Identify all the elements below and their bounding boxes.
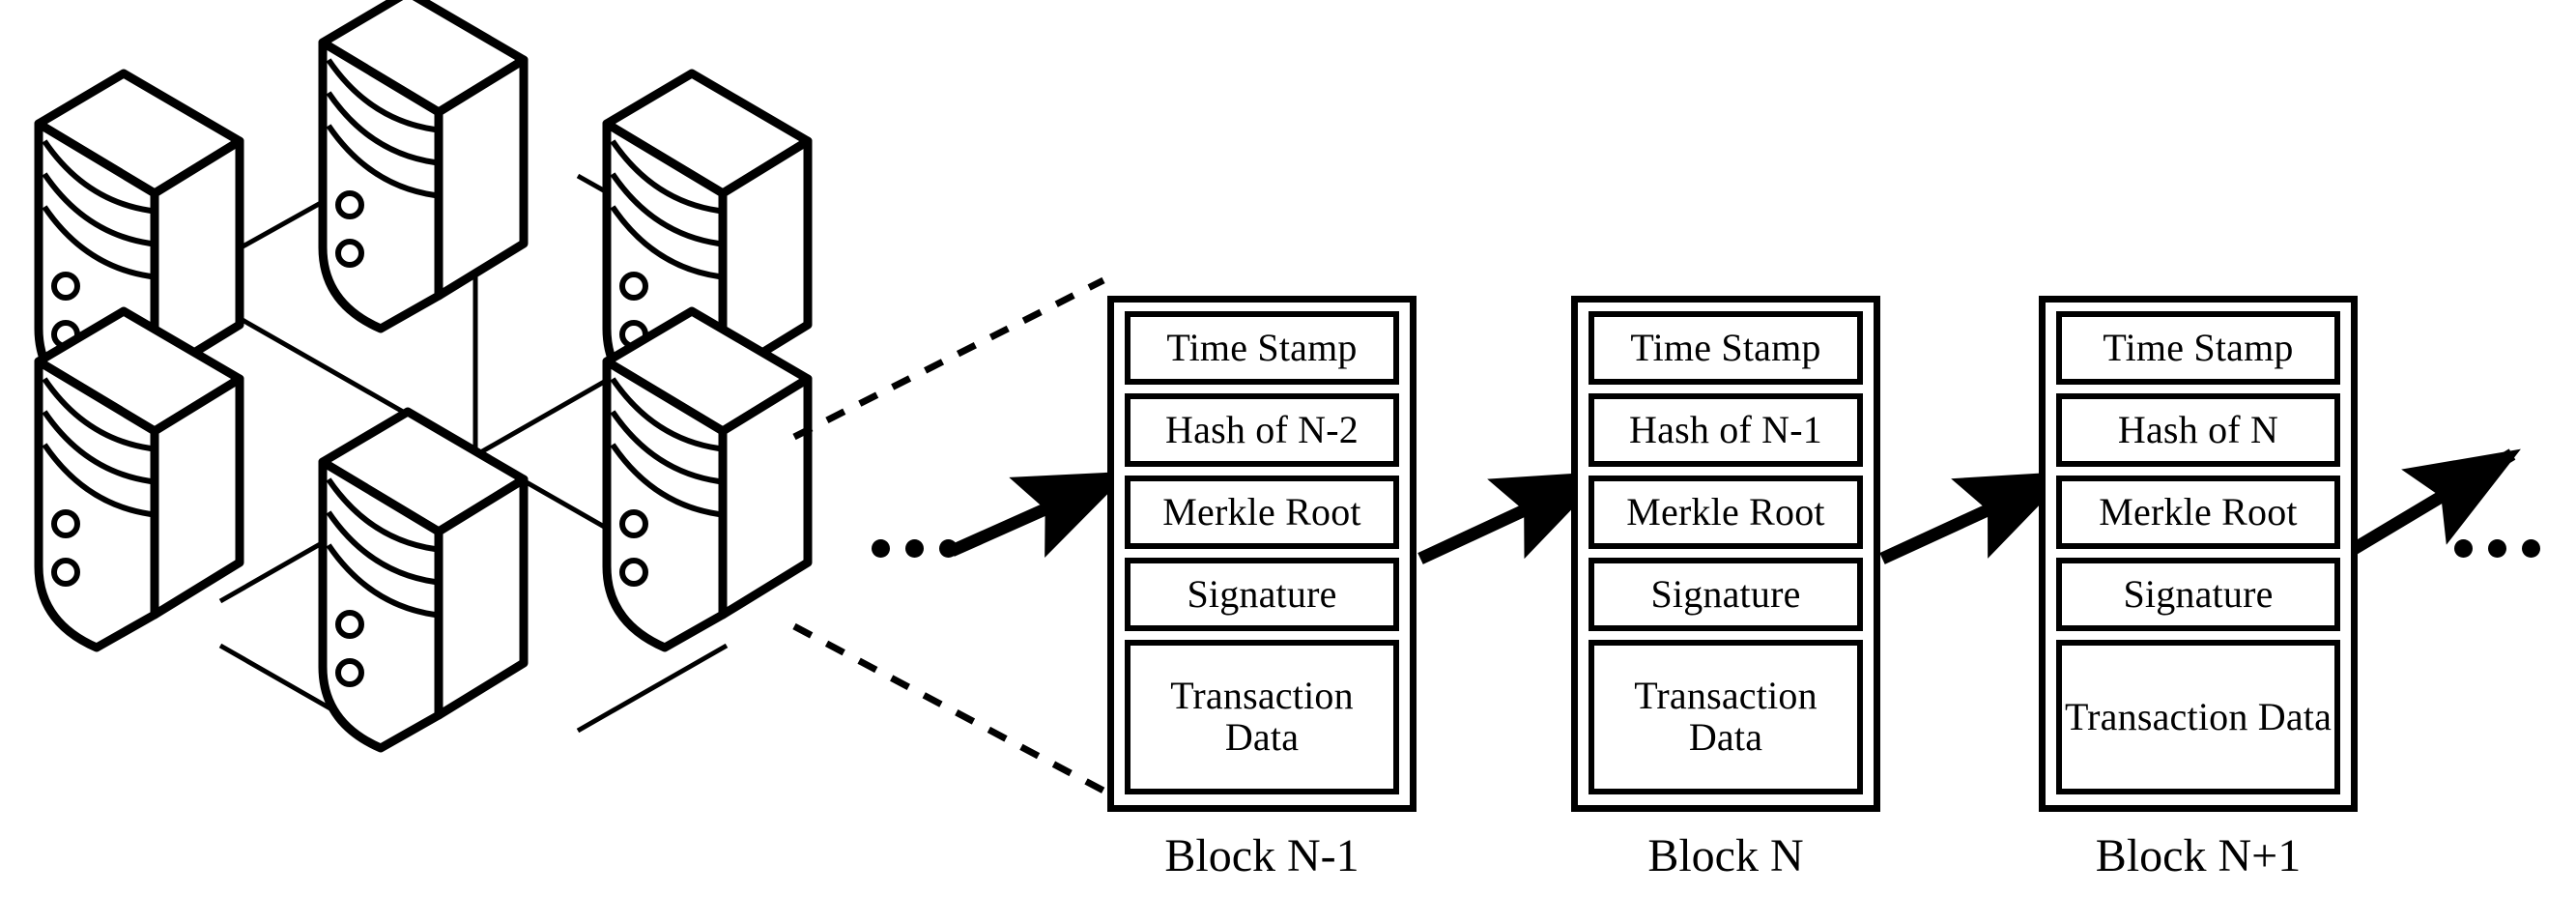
field-previous-hash: Hash of N-2 [1125,393,1399,467]
block-n-minus-1[interactable]: Time Stamp Hash of N-2 Merkle Root Signa… [1107,296,1417,812]
field-time-stamp: Time Stamp [1125,311,1399,385]
field-time-stamp: Time Stamp [2056,311,2340,385]
block-n-plus-1[interactable]: Time Stamp Hash of N Merkle Root Signatu… [2039,296,2358,812]
field-previous-hash: Hash of N [2056,393,2340,467]
block-label-n-minus-1: Block N-1 [1164,830,1360,881]
dashed-callout-lower [792,622,1105,794]
field-merkle-root: Merkle Root [1125,476,1399,549]
ellipsis-dot [2454,539,2473,558]
right-ellipsis [2454,539,2540,558]
field-time-stamp: Time Stamp [1589,311,1863,385]
ellipsis-dot [939,539,958,558]
ellipsis-dot [905,539,924,558]
left-ellipsis [872,539,958,558]
field-previous-hash: Hash of N-1 [1589,393,1863,467]
field-transaction-data: Transaction Data [1125,640,1399,794]
chain-arrow-block-n-minus-1-to-n [1417,470,1609,564]
block-n[interactable]: Time Stamp Hash of N-1 Merkle Root Signa… [1571,296,1880,812]
edge-bottomcenter-bottomright [576,643,729,734]
field-transaction-data: Transaction Data [2056,640,2340,794]
field-merkle-root: Merkle Root [2056,476,2340,549]
ellipsis-dot [872,539,890,558]
ellipsis-dot [2522,539,2540,558]
chain-arrow-trailing [2350,448,2521,555]
chain-arrow-block-n-to-n-plus-1 [1879,470,2073,564]
block-label-n-plus-1: Block N+1 [2095,830,2302,881]
field-signature: Signature [1125,558,1399,631]
field-transaction-data: Transaction Data [1589,640,1863,794]
dashed-callout-upper [792,276,1105,441]
ellipsis-dot [2488,539,2506,558]
field-signature: Signature [1589,558,1863,631]
chain-arrow-into-block-n-minus-1 [949,470,1131,558]
field-merkle-root: Merkle Root [1589,476,1863,549]
block-label-n: Block N [1647,830,1804,881]
field-signature: Signature [2056,558,2340,631]
